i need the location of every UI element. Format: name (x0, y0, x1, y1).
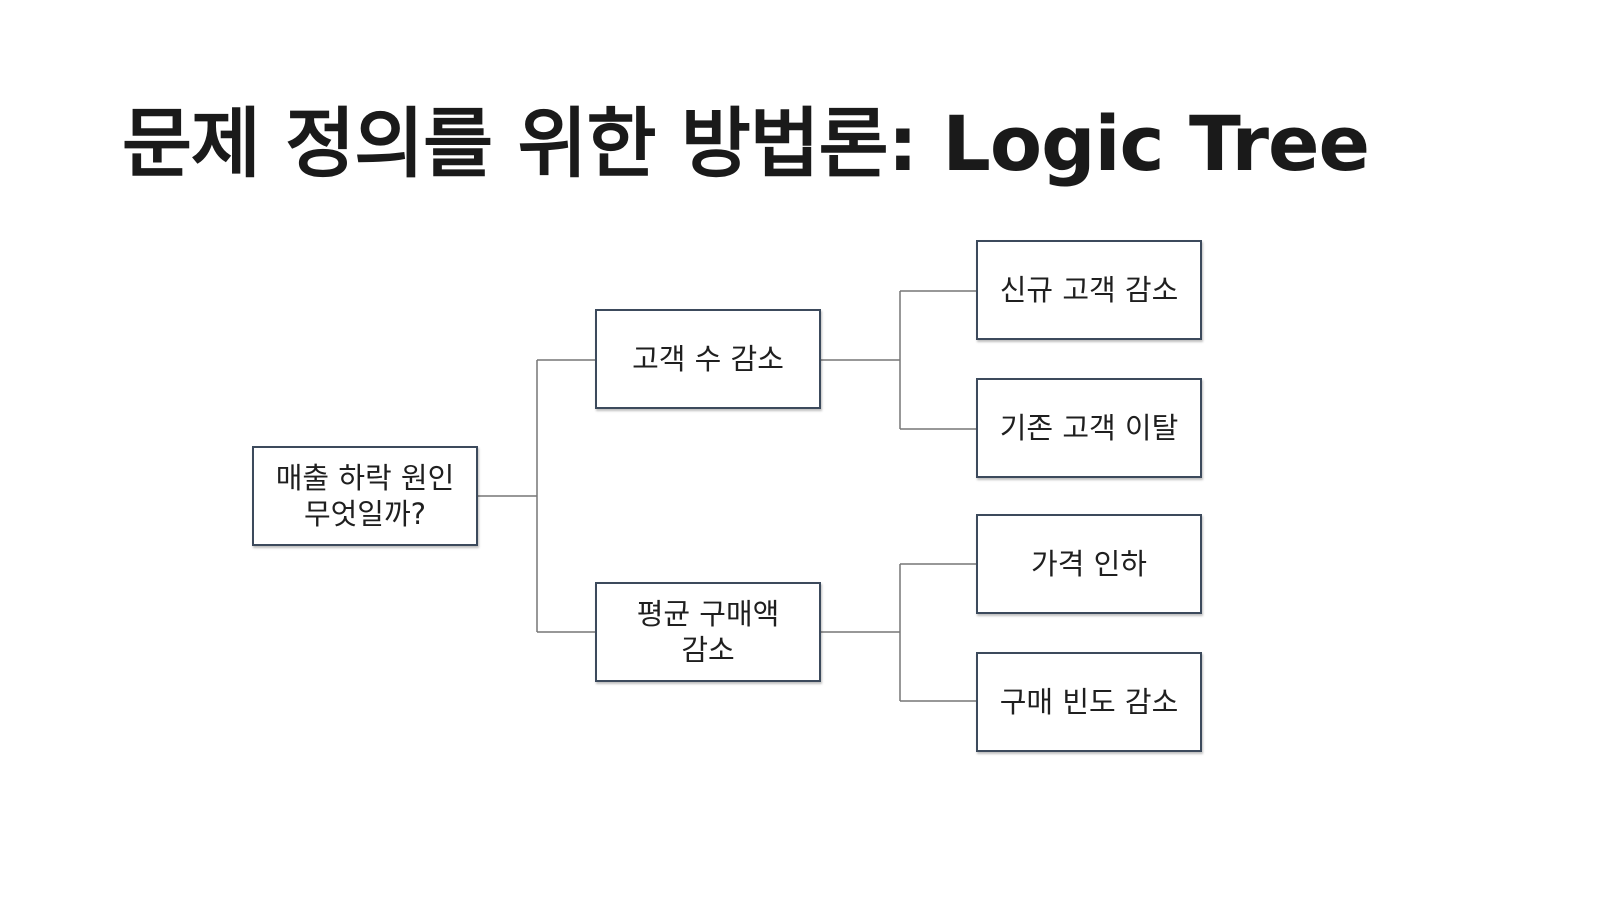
leaf-node-price-cut: 가격 인하 (976, 514, 1202, 614)
leaf-node-purchase-frequency-decrease: 구매 빈도 감소 (976, 652, 1202, 752)
branch-node-label: 평균 구매액 감소 (636, 596, 780, 667)
leaf-node-label: 신규 고객 감소 (999, 272, 1179, 307)
leaf-node-label: 구매 빈도 감소 (999, 684, 1179, 719)
leaf-node-existing-customer-churn: 기존 고객 이탈 (976, 378, 1202, 478)
branch-node-customer-count: 고객 수 감소 (595, 309, 821, 409)
branch-node-average-purchase: 평균 구매액 감소 (595, 582, 821, 682)
slide-title: 문제 정의를 위한 방법론: Logic Tree (122, 99, 1370, 188)
leaf-node-label: 기존 고객 이탈 (999, 410, 1179, 445)
root-node-label: 매출 하락 원인 무엇일까? (275, 460, 455, 531)
leaf-node-new-customer-decrease: 신규 고객 감소 (976, 240, 1202, 340)
branch-node-label: 고객 수 감소 (632, 341, 784, 376)
root-node: 매출 하락 원인 무엇일까? (252, 446, 478, 546)
leaf-node-label: 가격 인하 (1031, 546, 1147, 581)
